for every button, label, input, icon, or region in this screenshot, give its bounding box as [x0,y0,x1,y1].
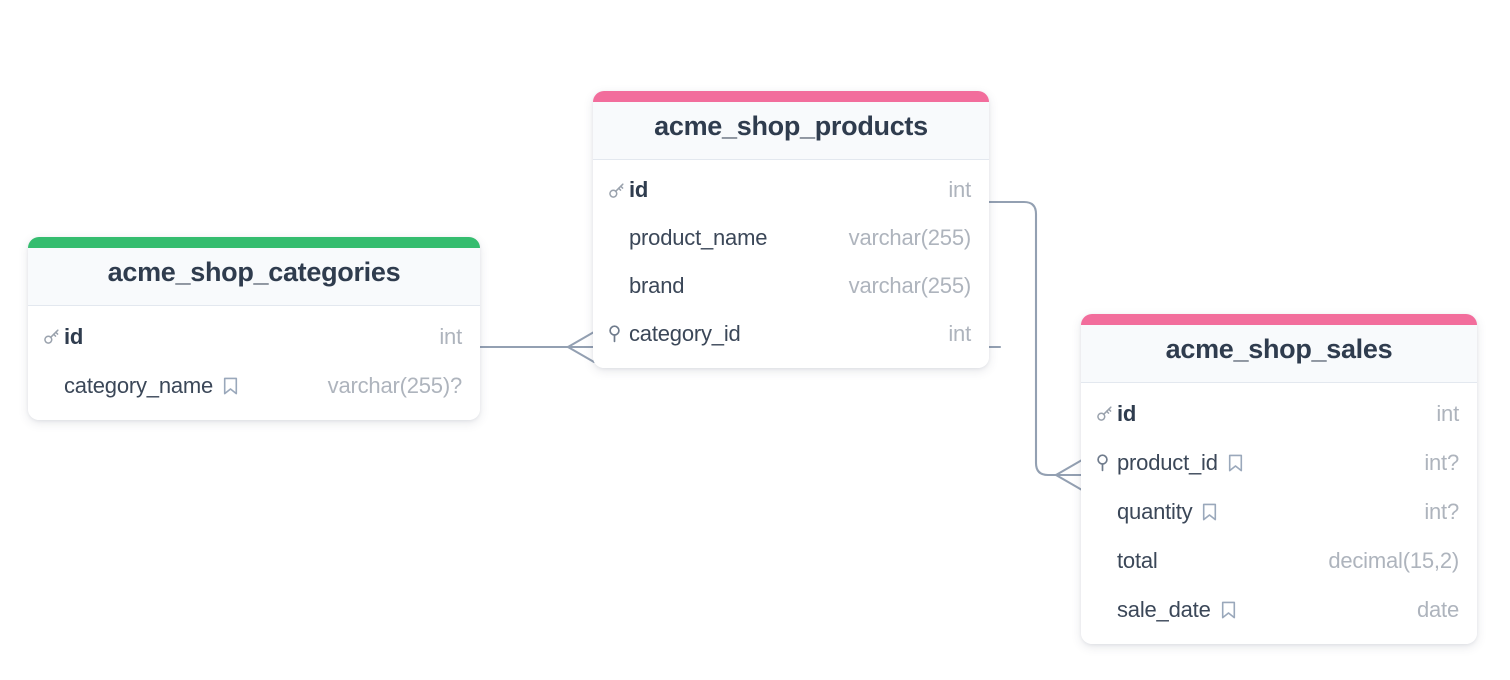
column-row[interactable]: quantity int? [1081,487,1477,536]
column-row[interactable]: id int [28,312,480,361]
table-columns: id int product_name varchar(255) brand [593,160,989,368]
column-name: quantity [1117,498,1193,524]
foreign-key-icon [1095,453,1117,473]
table-columns: id int category_name varchar(255)? [28,306,480,420]
column-name: category_name [64,372,214,398]
column-type: int [948,321,971,346]
column-type: int? [1424,449,1459,475]
primary-key-icon [1095,404,1117,423]
column-type: int [948,177,971,202]
bookmark-icon [1201,502,1218,522]
column-type: varchar(255)? [327,372,463,398]
table-title: acme_shop_sales [1165,334,1393,364]
column-type: date [1416,596,1459,622]
table-header[interactable]: acme_shop_categories [28,248,480,306]
column-row[interactable]: category_name varchar(255)? [28,361,480,410]
column-name: sale_date [1117,596,1211,622]
table-title: acme_shop_products [654,111,928,141]
column-type: varchar(255) [848,273,972,298]
relationship-products-to-sales[interactable] [987,200,1084,492]
column-row[interactable]: id int [593,166,989,214]
column-row[interactable]: total decimal(15,2) [1081,536,1477,585]
column-name: category_id [629,321,741,346]
table-accent-bar [1081,314,1477,325]
primary-key-icon [607,181,629,200]
column-row[interactable]: product_id int? [1081,438,1477,487]
column-type: decimal(15,2) [1328,547,1459,573]
relationship-line [987,200,1083,477]
column-type: int [1436,400,1459,426]
column-row[interactable]: product_name varchar(255) [593,214,989,262]
table-card-acme-shop-sales[interactable]: acme_shop_sales id int [1081,314,1477,644]
table-card-acme-shop-categories[interactable]: acme_shop_categories id int [28,237,480,420]
column-name: id [629,177,649,202]
table-header[interactable]: acme_shop_sales [1081,325,1477,383]
table-accent-bar [28,237,480,248]
column-type: varchar(255) [848,225,972,250]
column-row[interactable]: id int [1081,389,1477,438]
bookmark-icon [1220,600,1237,620]
column-name: total [1117,547,1158,573]
column-name: product_name [629,225,768,250]
column-name: id [1117,400,1137,426]
table-card-acme-shop-products[interactable]: acme_shop_products id int [593,91,989,368]
crowsfoot-marker [1054,458,1084,492]
table-columns: id int product_id [1081,383,1477,644]
bookmark-icon [222,376,239,396]
column-row[interactable]: brand varchar(255) [593,262,989,310]
column-name: brand [629,273,685,298]
crowsfoot-marker [566,330,596,364]
table-header[interactable]: acme_shop_products [593,102,989,160]
foreign-key-icon [607,324,629,344]
column-name: product_id [1117,449,1218,475]
table-title: acme_shop_categories [107,257,401,287]
primary-key-icon [42,327,64,346]
column-type: int [439,323,462,349]
table-accent-bar [593,91,989,102]
column-row[interactable]: category_id int [593,310,989,358]
column-row[interactable]: sale_date date [1081,585,1477,634]
column-type: int? [1424,498,1459,524]
column-name: id [64,323,84,349]
bookmark-icon [1227,453,1244,473]
